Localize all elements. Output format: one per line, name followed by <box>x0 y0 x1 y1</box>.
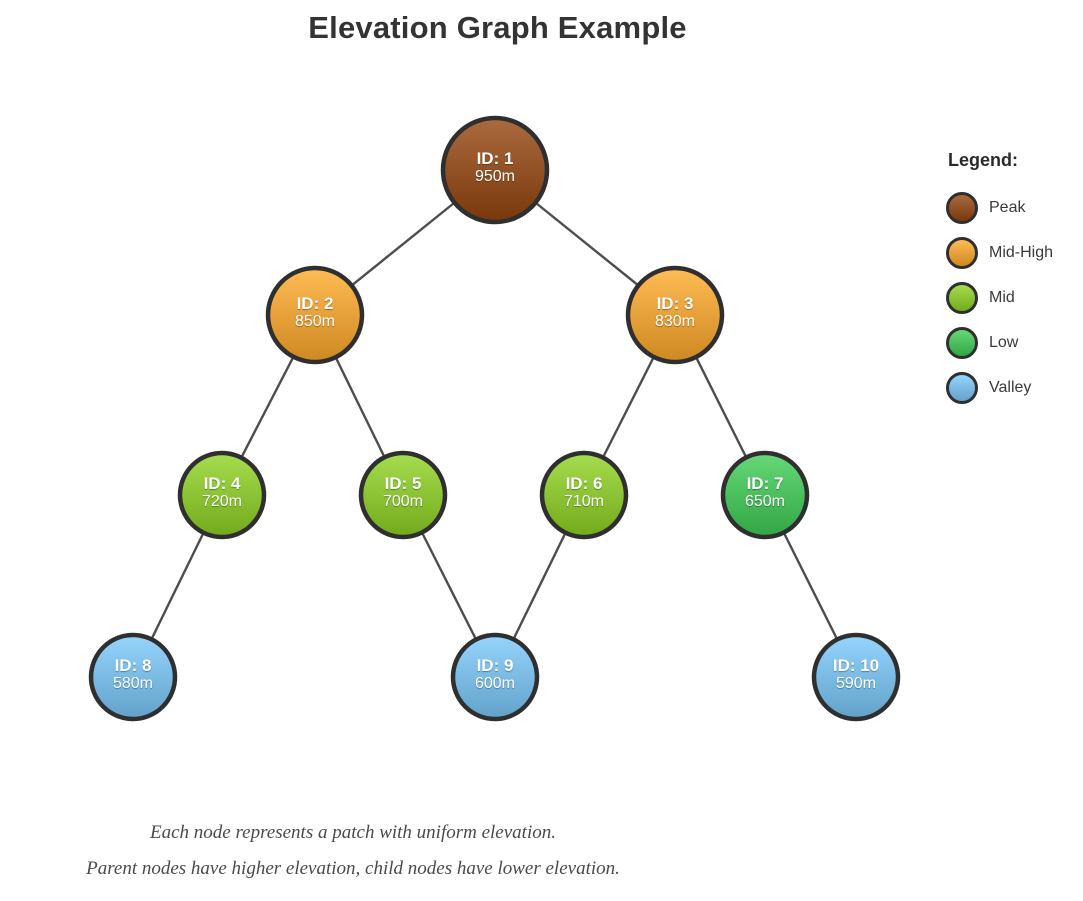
legend-swatch-icon <box>946 326 978 359</box>
legend-label: Mid <box>989 288 1015 306</box>
page-title: Elevation Graph Example <box>308 10 687 45</box>
graph-node-6[interactable] <box>539 450 629 540</box>
legend-swatch-icon <box>946 281 978 314</box>
graph-node-2[interactable] <box>265 265 365 365</box>
caption-line-2: Parent nodes have higher elevation, chil… <box>86 858 620 880</box>
graph-edge <box>421 533 477 639</box>
graph-edge <box>535 202 639 286</box>
graph-edge <box>695 357 747 457</box>
graph-edge <box>783 533 838 639</box>
legend-item-low[interactable]: Low <box>946 320 1083 365</box>
graph-edge <box>602 357 655 457</box>
graph-node-8[interactable] <box>88 632 178 722</box>
legend-label: Low <box>989 333 1019 351</box>
graph-edge <box>513 533 566 639</box>
graph-node-5[interactable] <box>358 450 448 540</box>
caption-line-1: Each node represents a patch with unifor… <box>150 822 556 843</box>
legend-label: Valley <box>989 378 1032 396</box>
legend-swatch-icon <box>946 236 978 269</box>
node-layer <box>88 115 901 722</box>
legend-item-mid-high[interactable]: Mid-High <box>946 230 1083 275</box>
legend-label: Mid-High <box>989 243 1054 261</box>
graph-node-7[interactable] <box>720 450 810 540</box>
legend-title: Legend: <box>948 150 1018 170</box>
graph-node-1[interactable] <box>440 115 550 225</box>
graph-edge <box>351 202 455 286</box>
caption: Each node represents a patch with unifor… <box>0 815 706 887</box>
edge-layer <box>151 202 838 639</box>
graph-edge <box>240 357 294 458</box>
legend-item-mid[interactable]: Mid <box>946 275 1083 320</box>
graph-node-9[interactable] <box>450 632 540 722</box>
graph-node-10[interactable] <box>811 632 901 722</box>
legend-swatch-icon <box>946 191 978 224</box>
graph-node-3[interactable] <box>625 265 725 365</box>
graph-node-4[interactable] <box>177 450 267 540</box>
graph-edge <box>151 533 204 639</box>
legend-swatch-icon <box>946 371 978 404</box>
legend-item-valley[interactable]: Valley <box>946 365 1083 410</box>
legend-label: Peak <box>989 198 1026 216</box>
graph-edge <box>335 357 385 457</box>
legend-item-peak[interactable]: Peak <box>946 185 1083 230</box>
